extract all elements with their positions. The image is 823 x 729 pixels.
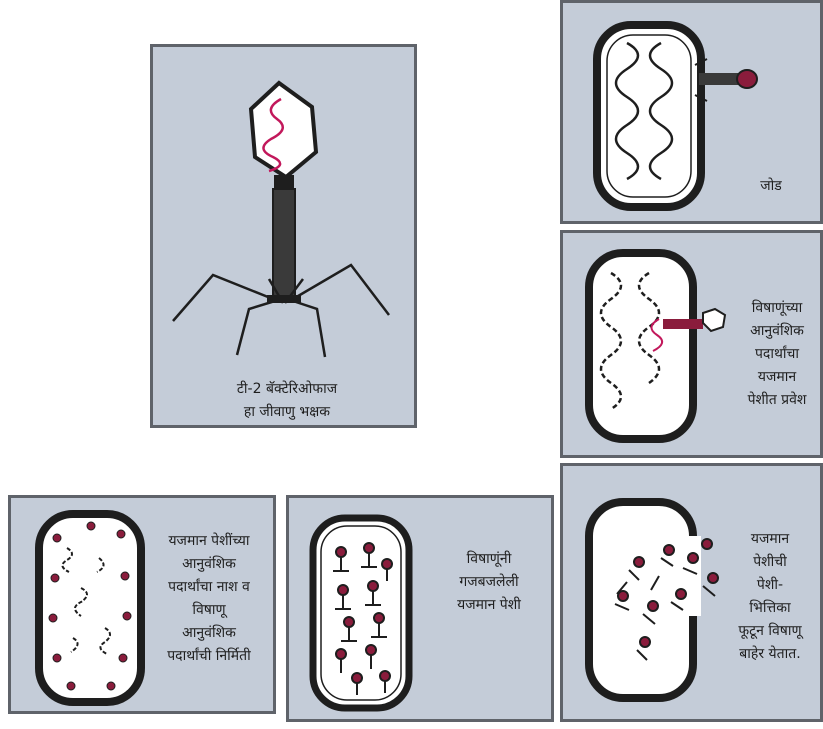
empty-phage-coat bbox=[703, 309, 725, 331]
lysis-caption: यजमान पेशीची पेशी- भित्तिका फूटून विषाणू… bbox=[715, 528, 823, 666]
crowded-panel: विषाणूंनी गजबजलेली यजमान पेशी bbox=[286, 495, 554, 722]
phage-caption: टी-2 बॅक्टेरिओफाज हा जीवाणु भक्षक bbox=[207, 378, 367, 424]
phage-head bbox=[251, 83, 316, 177]
lysis-panel: यजमान पेशीची पेशी- भित्तिका फूटून विषाणू… bbox=[560, 463, 823, 722]
inject-caption: विषाणूंच्या आनुवंशिक पदार्थांचा यजमान पे… bbox=[727, 297, 823, 412]
ruptured-wall-gap bbox=[687, 536, 701, 616]
attach-caption: जोड bbox=[741, 175, 801, 198]
replicate-caption: यजमान पेशींच्या आनुवंशिक पदार्थांचा नाश … bbox=[145, 530, 273, 668]
host-cell-wall bbox=[589, 502, 693, 698]
phage-head-attached bbox=[737, 70, 757, 88]
phage-collar bbox=[274, 175, 294, 189]
attach-panel: जोड bbox=[560, 0, 823, 224]
crowded-caption: विषाणूंनी गजबजलेली यजमान पेशी bbox=[429, 548, 549, 617]
bacteriophage-illustration bbox=[153, 47, 417, 428]
phage-panel: टी-2 बॅक्टेरिओफाज हा जीवाणु भक्षक bbox=[150, 44, 417, 428]
phage-tail-injecting bbox=[663, 319, 703, 329]
host-cell-wall bbox=[39, 514, 141, 702]
inject-panel: विषाणूंच्या आनुवंशिक पदार्थांचा यजमान पे… bbox=[560, 230, 823, 458]
phage-tail-attached bbox=[699, 73, 741, 85]
host-cell-wall bbox=[597, 25, 701, 207]
replicate-panel: यजमान पेशींच्या आनुवंशिक पदार्थांचा नाश … bbox=[8, 495, 276, 714]
phage-tail bbox=[273, 189, 295, 297]
